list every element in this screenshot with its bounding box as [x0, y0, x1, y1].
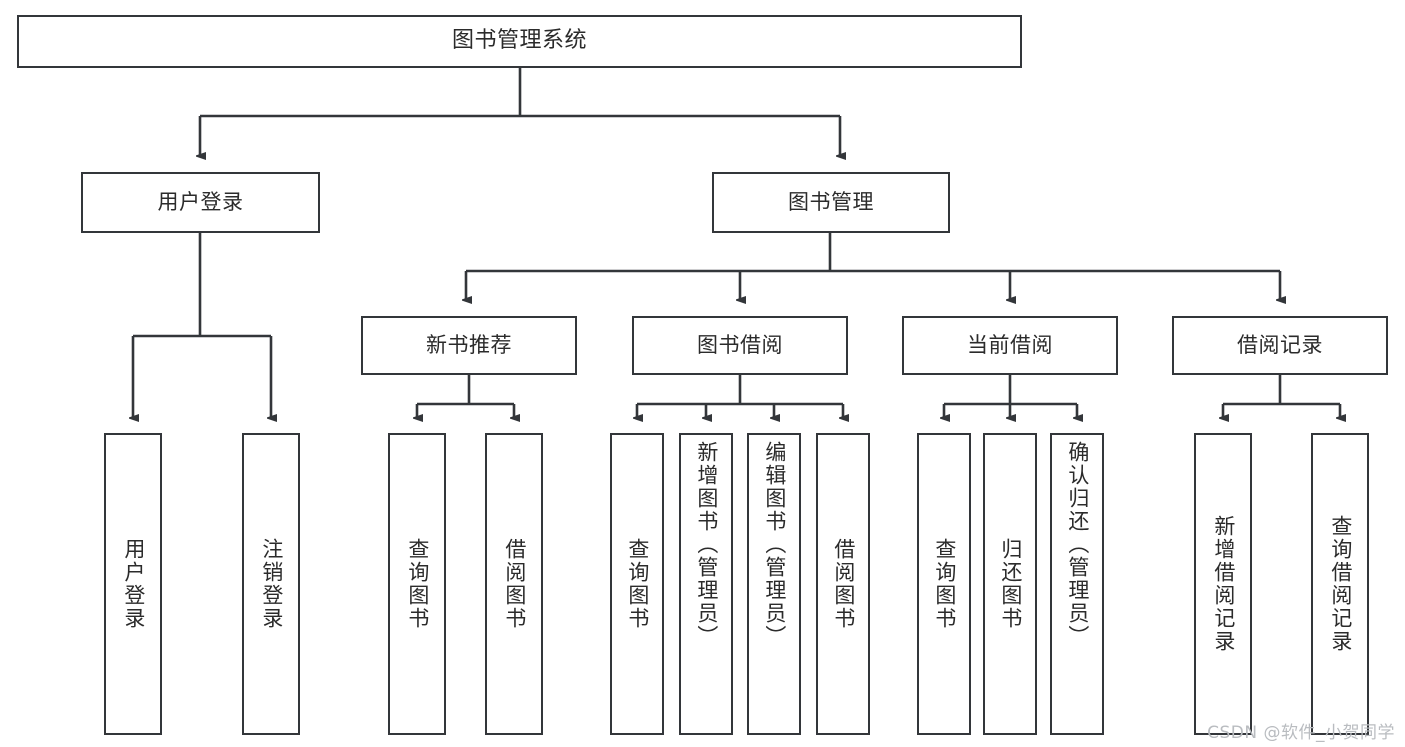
node-label: 新增借阅记录 — [1211, 515, 1236, 653]
node-label: 借阅图书 — [502, 538, 527, 630]
node-label: 查询图书 — [405, 538, 430, 630]
node-label: 归还图书 — [998, 538, 1023, 630]
node-label: 用户登录 — [157, 189, 244, 214]
node-label: 新书推荐 — [426, 332, 512, 357]
leaf-borrow-query-book[interactable]: 查询图书 — [610, 433, 664, 735]
node-label: 当前借阅 — [967, 332, 1053, 357]
leaf-current-confirm-return-admin[interactable]: 确认归还（管理员） — [1050, 433, 1104, 735]
leaf-borrow-add-book-admin[interactable]: 新增图书（管理员） — [679, 433, 733, 735]
node-user-login[interactable]: 用户登录 — [81, 172, 320, 233]
leaf-current-query-book[interactable]: 查询图书 — [917, 433, 971, 735]
node-label: 查询图书 — [625, 538, 650, 630]
node-label: 新增图书（管理员） — [694, 441, 719, 648]
leaf-borrow-edit-book-admin[interactable]: 编辑图书（管理员） — [747, 433, 801, 735]
node-label: 图书管理 — [788, 189, 874, 214]
node-label: 编辑图书（管理员） — [762, 441, 787, 648]
node-borrow-records[interactable]: 借阅记录 — [1172, 316, 1388, 375]
leaf-current-return-book[interactable]: 归还图书 — [983, 433, 1037, 735]
node-label: 用户登录 — [121, 538, 146, 630]
csdn-watermark: CSDN @软件_小贺同学 — [1207, 723, 1395, 743]
node-book-borrow[interactable]: 图书借阅 — [632, 316, 848, 375]
leaf-recommend-borrow-book[interactable]: 借阅图书 — [485, 433, 543, 735]
node-label: 注销登录 — [259, 538, 284, 630]
leaf-records-query-record[interactable]: 查询借阅记录 — [1311, 433, 1369, 735]
leaf-recommend-query-book[interactable]: 查询图书 — [388, 433, 446, 735]
node-label: 确认归还（管理员） — [1065, 441, 1090, 648]
node-label: 查询借阅记录 — [1328, 515, 1353, 653]
node-current-borrow[interactable]: 当前借阅 — [902, 316, 1118, 375]
node-root-system[interactable]: 图书管理系统 — [17, 15, 1022, 68]
node-label: 借阅记录 — [1237, 332, 1323, 357]
node-label: 借阅图书 — [831, 538, 856, 630]
node-label: 查询图书 — [932, 538, 957, 630]
leaf-borrow-borrow-book[interactable]: 借阅图书 — [816, 433, 870, 735]
node-book-management[interactable]: 图书管理 — [712, 172, 950, 233]
node-label: 图书管理系统 — [451, 28, 587, 54]
leaf-user-login-signin[interactable]: 用户登录 — [104, 433, 162, 735]
node-label: 图书借阅 — [697, 332, 783, 357]
leaf-user-login-signout[interactable]: 注销登录 — [242, 433, 300, 735]
node-new-book-recommend[interactable]: 新书推荐 — [361, 316, 577, 375]
leaf-records-add-record[interactable]: 新增借阅记录 — [1194, 433, 1252, 735]
